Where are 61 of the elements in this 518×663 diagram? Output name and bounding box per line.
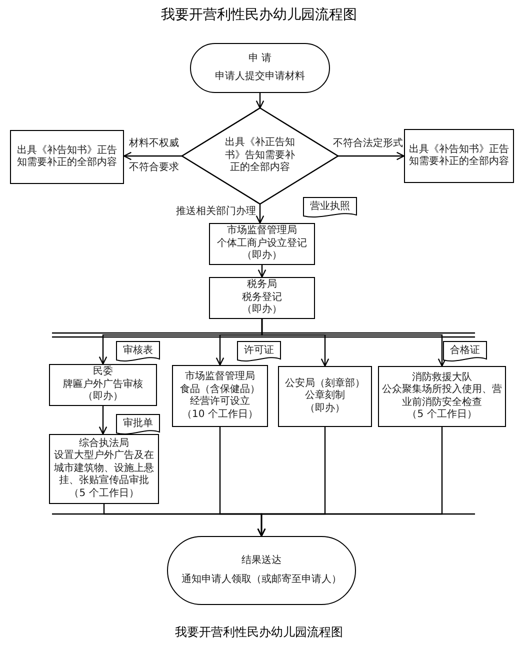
edge-label: 不符合法定形式 xyxy=(332,138,404,150)
arrow xyxy=(256,93,264,109)
process-box xyxy=(172,365,268,427)
node-text: 通知申请人领取（或邮寄至申请人） xyxy=(182,574,342,586)
diagram-title: 我要开营利性民办幼儿园流程图 xyxy=(161,7,357,23)
node-text: 出具《补告知书》正告知需要补正的全部内容 xyxy=(16,144,118,170)
node-text: 出具《补告知书》正告知需要补正的全部内容 xyxy=(408,144,510,168)
node-text: 综合执法局 xyxy=(79,438,129,450)
node-text: 营业执照 xyxy=(310,201,350,214)
document-shape xyxy=(443,341,487,363)
document-shape xyxy=(303,197,357,219)
process-box xyxy=(404,129,514,183)
node-text: 公安局（刻章部） xyxy=(285,378,365,390)
process-box xyxy=(278,366,372,427)
node-text: 公章刻制 xyxy=(305,390,345,402)
process-box xyxy=(10,130,124,184)
node-text: 民委 xyxy=(93,366,113,378)
node-text: 个体工商户设立登记 xyxy=(217,238,307,250)
node-text: 设置大型户外广告及在城市建筑物、设施上悬挂、张贴宣传品审批 xyxy=(53,450,155,488)
edge-label: 推送相关部门办理 xyxy=(175,206,257,218)
node-text: 出具《补正告知书》告知需要补正的全部内容 xyxy=(224,137,296,175)
node-text: 税务登记 xyxy=(242,292,282,304)
process-box xyxy=(209,223,315,265)
edge-label: 材料不权威不符合要求 xyxy=(128,136,180,175)
document-shape xyxy=(116,341,160,363)
node-text: 公众聚集场所投入使用、营业前消防安全检查 xyxy=(382,384,502,409)
node-text: 市场监督管理局 xyxy=(227,225,297,238)
node-text: （即办） xyxy=(305,402,345,416)
arrow xyxy=(256,204,264,224)
node-text: 牌匾户外广告审核 xyxy=(63,378,143,390)
document-shape xyxy=(237,341,281,363)
node-text: （10 个工作日） xyxy=(182,408,258,421)
process-box xyxy=(209,277,315,319)
node-text: 食品（含保健品） xyxy=(180,384,260,396)
node-text: 消防救援大队 xyxy=(412,372,472,384)
arrow xyxy=(257,427,443,537)
node-text: （即办） xyxy=(242,304,282,317)
node-text: 审批单 xyxy=(123,418,153,430)
arrow xyxy=(338,152,405,160)
arrow xyxy=(261,319,446,367)
arrow xyxy=(98,406,108,435)
node-text: （即办） xyxy=(83,391,123,404)
process-box xyxy=(378,366,506,427)
node-text: （5 个工作日） xyxy=(407,409,477,422)
arrow xyxy=(258,265,266,278)
node-text: （5 个工作日） xyxy=(69,488,139,500)
arrow xyxy=(123,152,182,160)
node-text: 市场监督管理局 xyxy=(185,371,255,384)
node-text: 申 请 xyxy=(248,52,272,65)
node-text: 合格证 xyxy=(450,345,480,358)
diagram-caption: 我要开营利性民办幼儿园流程图 xyxy=(175,625,343,639)
node-text: 申请人提交申请材料 xyxy=(215,71,305,84)
document-shape xyxy=(116,414,160,436)
node-text: 审核表 xyxy=(123,345,153,358)
node-text: 税务局 xyxy=(247,279,277,292)
node-text: 结果送达 xyxy=(242,555,282,568)
node-text: 经营许可设立 xyxy=(190,396,250,408)
process-box xyxy=(49,364,157,406)
node-text: （即办） xyxy=(242,250,282,263)
terminal-shape xyxy=(190,43,330,93)
node-text: 许可证 xyxy=(244,345,274,358)
